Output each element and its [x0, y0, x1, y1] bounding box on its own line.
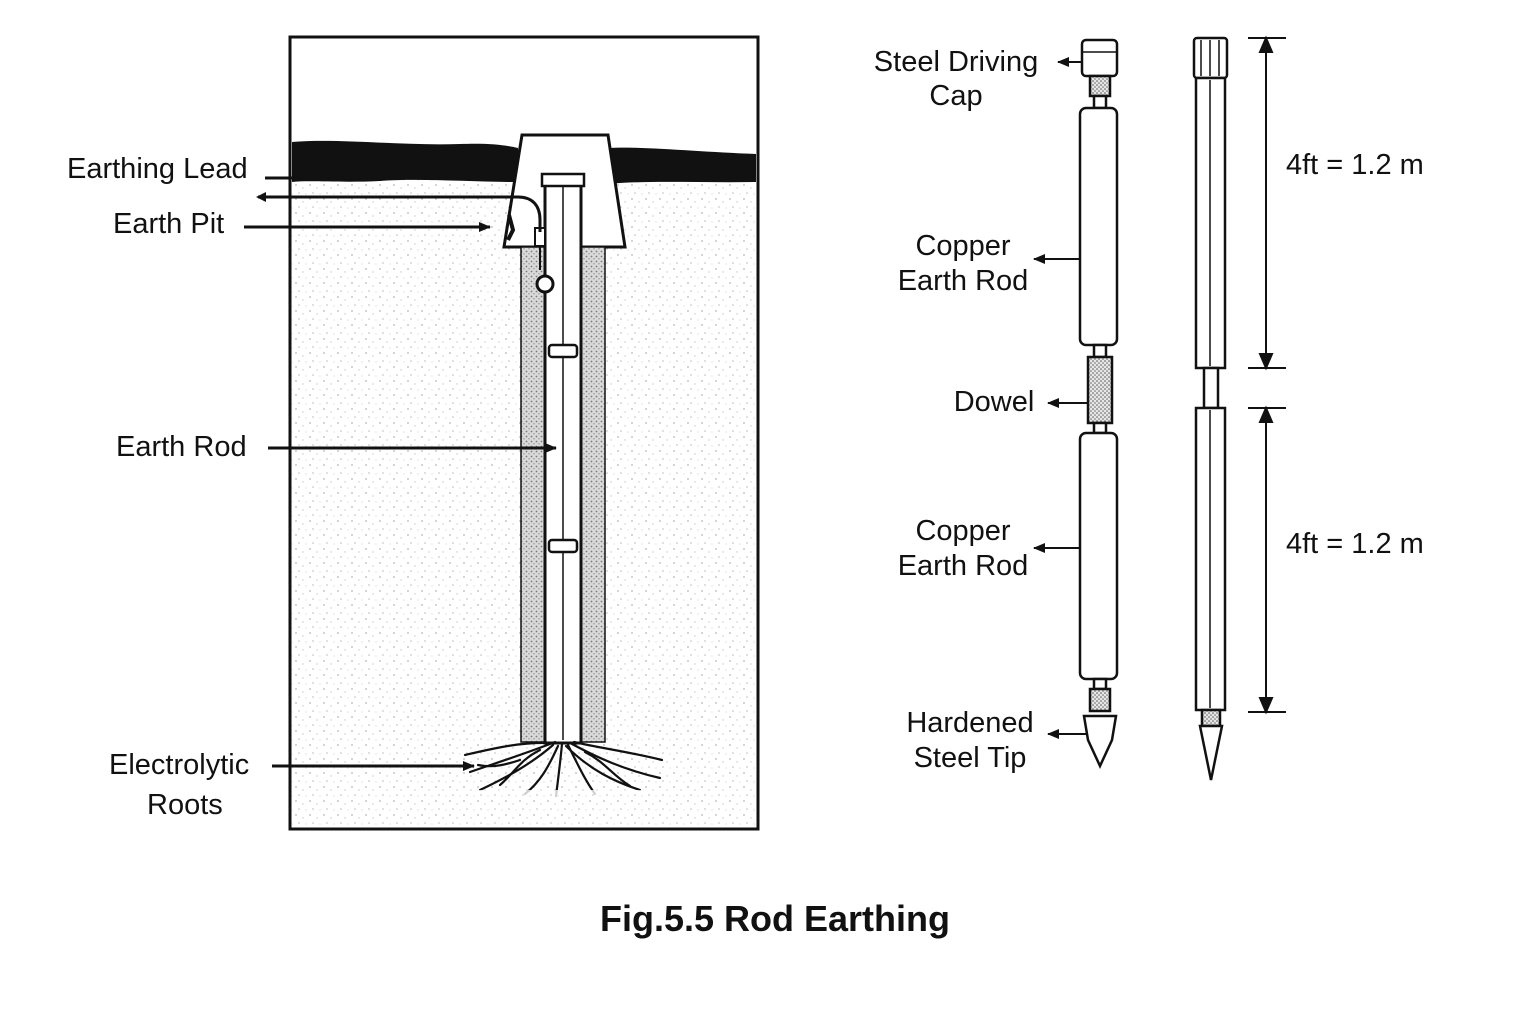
label-earth-rod: Earth Rod	[116, 431, 247, 463]
label-earth-rod-lower: Earth Rod	[898, 550, 1029, 582]
label-dowel: Dowel	[954, 386, 1035, 418]
dimension-lines	[1248, 35, 1286, 715]
label-roots: Roots	[147, 789, 223, 821]
clamp	[506, 214, 555, 294]
label-cap: Cap	[929, 80, 982, 112]
earth-rod-shape	[540, 172, 586, 745]
left-leaders	[244, 176, 557, 771]
assembled-rod	[1192, 36, 1229, 781]
label-earth-pit: Earth Pit	[113, 208, 224, 240]
label-upper-length: 4ft = 1.2 m	[1286, 149, 1424, 181]
installation-cross-section	[258, 35, 760, 831]
label-steel-driving: Steel Driving	[874, 46, 1038, 78]
label-earth-rod-upper: Earth Rod	[898, 265, 1029, 297]
dowel-shape	[1086, 355, 1114, 425]
exploded-rod	[1078, 38, 1119, 769]
hardened-steel-tip-shape	[1082, 714, 1118, 769]
label-earthing-lead: Earthing Lead	[67, 153, 248, 185]
middle-leaders	[1033, 57, 1088, 739]
label-steel-tip: Steel Tip	[914, 742, 1027, 774]
earthing-lead-cable	[258, 195, 542, 232]
label-hardened: Hardened	[906, 707, 1033, 739]
assembled-tip-shape	[1198, 724, 1224, 781]
copper-rod-upper-shape	[1078, 106, 1119, 347]
steel-driving-cap-shape	[1080, 38, 1119, 78]
label-copper-upper: Copper	[915, 230, 1010, 262]
label-lower-length: 4ft = 1.2 m	[1286, 528, 1424, 560]
label-electrolytic: Electrolytic	[109, 749, 249, 781]
label-copper-lower: Copper	[915, 515, 1010, 547]
topsoil-band	[292, 140, 518, 182]
figure-caption: Fig.5.5 Rod Earthing	[600, 898, 950, 939]
copper-rod-lower-shape	[1078, 431, 1119, 681]
